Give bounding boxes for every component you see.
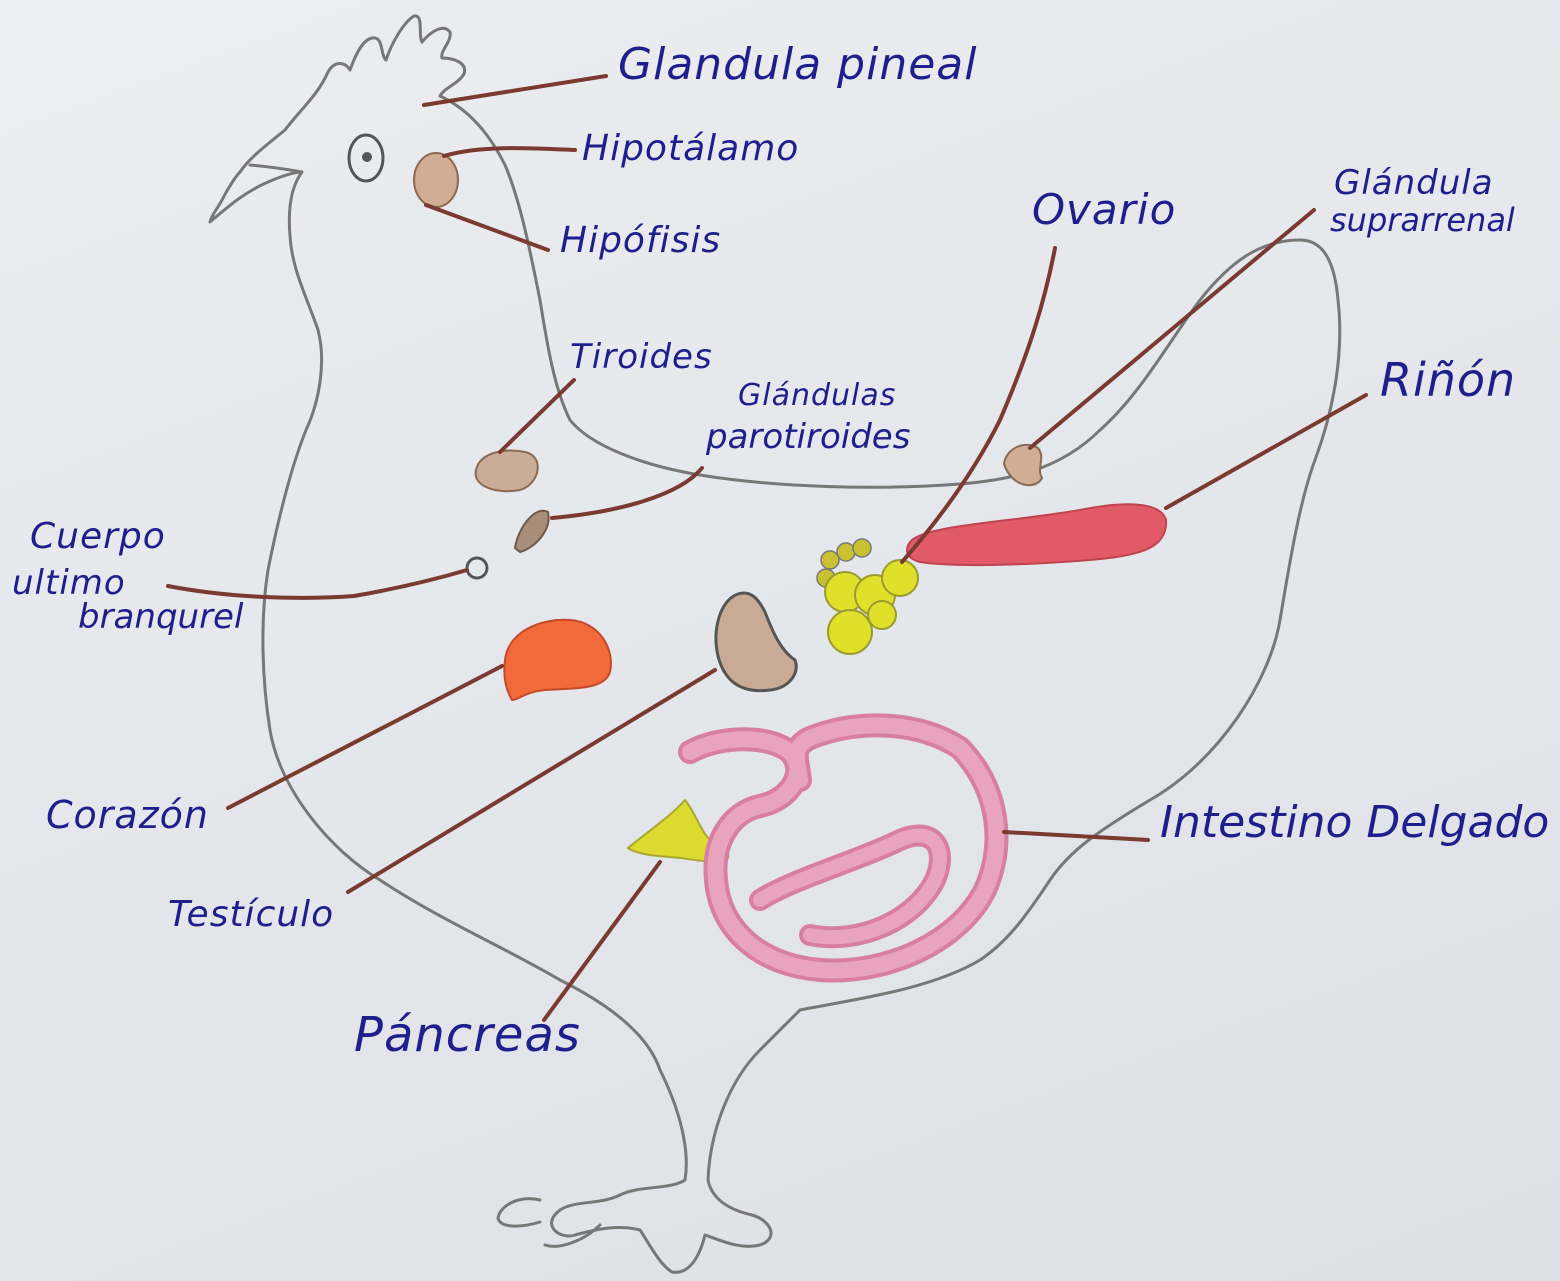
testiculo-organ bbox=[716, 593, 796, 691]
label-tiroides: Tiroides bbox=[570, 340, 713, 376]
pineal-leader bbox=[424, 76, 606, 105]
eye-icon bbox=[349, 135, 383, 181]
corazon-leader bbox=[228, 666, 502, 808]
label-glandula-pineal: Glandula pineal bbox=[618, 42, 977, 88]
label-hipotalamo: Hipotálamo bbox=[582, 130, 799, 168]
hipotalamo-organ bbox=[414, 153, 458, 207]
cuerpo-leader bbox=[168, 570, 467, 598]
label-glandula-suprarrenal-line1: Glándula bbox=[1334, 166, 1494, 202]
paratiroides-leader bbox=[552, 468, 702, 518]
testiculo-leader bbox=[348, 670, 715, 892]
label-hipofisis: Hipófisis bbox=[560, 222, 721, 260]
suprarrenal-leader bbox=[1030, 210, 1314, 448]
intestino-leader bbox=[1004, 832, 1148, 840]
label-rinon: Riñón bbox=[1380, 356, 1516, 404]
label-pancreas: Páncreas bbox=[354, 1010, 581, 1060]
tiroides-leader bbox=[500, 380, 574, 452]
label-cuerpo-line1: Cuerpo bbox=[30, 518, 166, 556]
corazon-organ bbox=[504, 620, 611, 700]
label-intestino-delgado: Intestino Delgado bbox=[1160, 800, 1549, 846]
intestino-organ bbox=[690, 725, 996, 970]
label-glandulas-paratiroides-line2: parotiroides bbox=[706, 420, 910, 456]
suprarrenal-organ bbox=[1004, 445, 1042, 485]
label-glandulas-paratiroides-line1: Glándulas bbox=[738, 380, 896, 412]
rinon-organ bbox=[907, 504, 1166, 565]
pancreas-leader bbox=[544, 862, 660, 1020]
paratiroides-organ bbox=[515, 511, 549, 552]
hipofisis-leader bbox=[426, 205, 548, 250]
tiroides-organ bbox=[476, 451, 538, 492]
hipotalamo-leader bbox=[444, 148, 575, 156]
label-cuerpo-line3: branqurel bbox=[78, 600, 243, 636]
label-testiculo: Testículo bbox=[168, 896, 334, 934]
label-corazon: Corazón bbox=[46, 796, 209, 836]
beak-outline bbox=[250, 165, 302, 172]
cuerpo-ultimo-organ bbox=[467, 558, 487, 578]
label-glandula-suprarrenal-line2: suprarrenal bbox=[1330, 204, 1515, 238]
label-ovario: Ovario bbox=[1032, 188, 1176, 232]
rinon-leader bbox=[1166, 395, 1366, 508]
ovario-organ bbox=[817, 539, 918, 654]
ovario-leader bbox=[902, 248, 1055, 562]
foot-outline bbox=[498, 1199, 600, 1247]
comb-outline bbox=[285, 16, 465, 130]
